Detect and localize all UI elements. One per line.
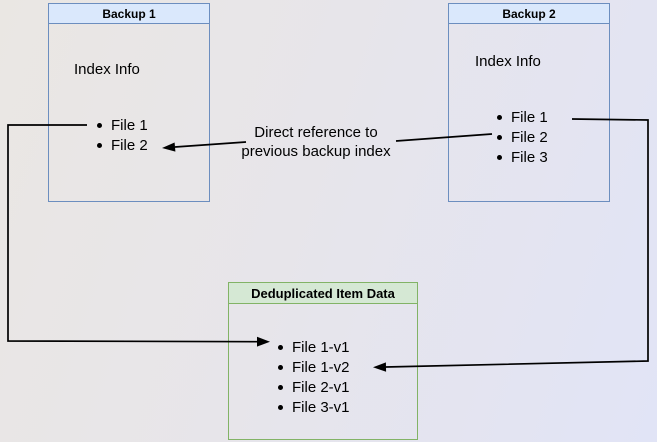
node-backup-1: Backup 1 xyxy=(48,3,210,202)
edge-label-line-2: previous backup index xyxy=(241,143,391,160)
bullet-dot xyxy=(97,122,102,128)
list-item: File 3-v1 xyxy=(278,397,350,417)
backup-1-file-1: File 1 xyxy=(111,116,148,134)
dedup-file-list: File 1-v1 File 1-v2 File 2-v1 File 3-v1 xyxy=(278,337,350,417)
dedup-file-1-v2: File 1-v2 xyxy=(292,358,350,376)
node-backup-1-title: Backup 1 xyxy=(102,6,156,21)
list-item: File 1-v1 xyxy=(278,337,350,357)
node-backup-1-header: Backup 1 xyxy=(49,4,209,24)
list-item: File 1-v2 xyxy=(278,357,350,377)
backup-1-file-list: File 1 File 2 xyxy=(97,115,148,155)
edge-label-direct-reference: Direct reference to previous backup inde… xyxy=(202,123,430,161)
list-item: File 2-v1 xyxy=(278,377,350,397)
list-item: File 3 xyxy=(497,147,548,167)
backup-2-file-2: File 2 xyxy=(511,128,548,146)
dedup-file-3-v1: File 3-v1 xyxy=(292,398,350,416)
backup-2-index-info-label: Index Info xyxy=(475,53,541,70)
bullet-dot xyxy=(278,404,283,410)
backup-2-file-list: File 1 File 2 File 3 xyxy=(497,107,548,167)
node-dedup-header: Deduplicated Item Data xyxy=(229,283,417,304)
bullet-dot xyxy=(497,134,502,140)
backup-2-file-3: File 3 xyxy=(511,148,548,166)
list-item: File 2 xyxy=(97,135,148,155)
list-item: File 1 xyxy=(497,107,548,127)
node-dedup-title: Deduplicated Item Data xyxy=(251,285,395,301)
bullet-dot xyxy=(497,114,502,120)
list-item: File 1 xyxy=(97,115,148,135)
list-item: File 2 xyxy=(497,127,548,147)
node-deduplicated-item-data: Deduplicated Item Data xyxy=(228,282,418,440)
bullet-dot xyxy=(278,344,283,350)
bullet-dot xyxy=(97,142,102,148)
bullet-dot xyxy=(497,154,502,160)
bullet-dot xyxy=(278,364,283,370)
edge-label-line-1: Direct reference to xyxy=(254,124,378,141)
bullet-dot xyxy=(278,384,283,390)
node-backup-2-title: Backup 2 xyxy=(502,6,556,21)
backup-1-file-2: File 2 xyxy=(111,136,148,154)
backup-1-index-info-label: Index Info xyxy=(74,61,140,78)
node-backup-2-header: Backup 2 xyxy=(449,4,609,24)
backup-2-file-1: File 1 xyxy=(511,108,548,126)
dedup-file-2-v1: File 2-v1 xyxy=(292,378,350,396)
node-backup-2: Backup 2 xyxy=(448,3,610,202)
dedup-file-1-v1: File 1-v1 xyxy=(292,338,350,356)
